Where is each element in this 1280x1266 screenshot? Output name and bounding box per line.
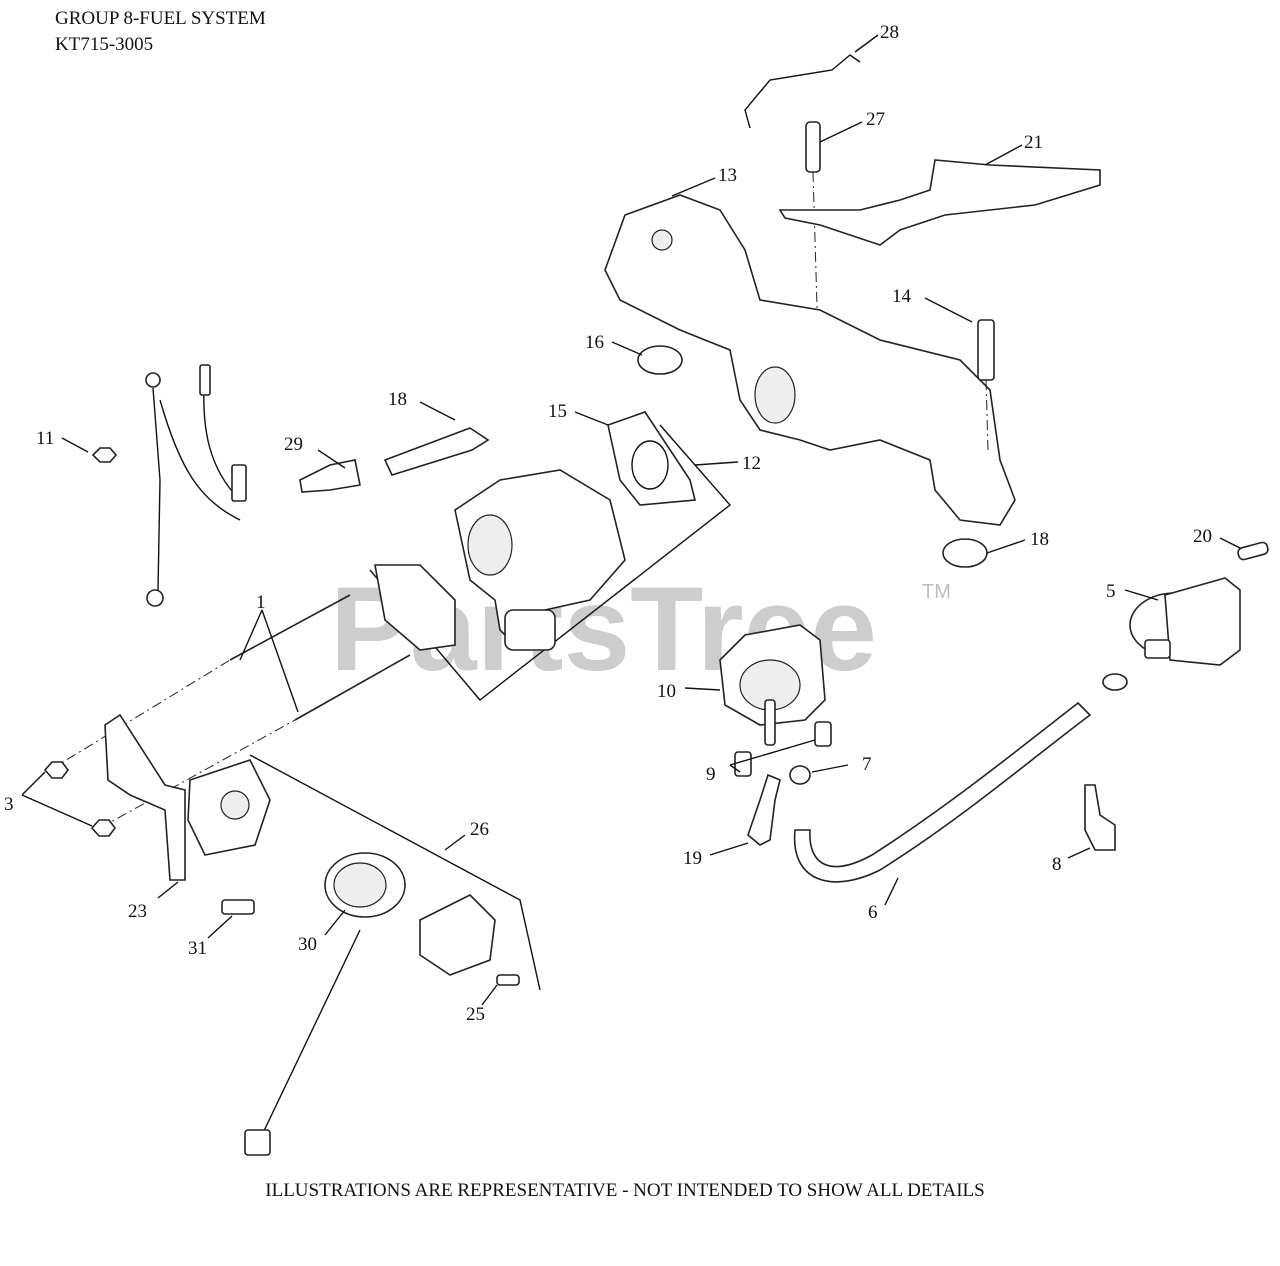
- callout-9[interactable]: 9: [706, 764, 716, 785]
- part-26-assembly-outline: [249, 754, 541, 991]
- diagram-title: GROUP 8-FUEL SYSTEM: [55, 8, 266, 29]
- part-6-fuel-hose[interactable]: [793, 701, 1092, 883]
- sensor-gasket[interactable]: [419, 894, 496, 976]
- callout-20[interactable]: 20: [1193, 526, 1212, 547]
- leader-lines: [21, 34, 1241, 1006]
- callout-16[interactable]: 15: [548, 401, 567, 422]
- part-1-stud-lower[interactable]: [294, 654, 411, 721]
- callout-8[interactable]: 8: [1052, 854, 1062, 875]
- callout-28[interactable]: 28: [880, 22, 899, 43]
- manifold-port: [651, 229, 673, 251]
- part-7-clamp[interactable]: [789, 765, 811, 785]
- callout-26[interactable]: 26: [470, 819, 489, 840]
- part-16-gasket[interactable]: [607, 411, 697, 506]
- callout-7[interactable]: 7: [862, 754, 872, 775]
- manifold-outlet: [754, 366, 796, 424]
- callout-29[interactable]: 29: [284, 434, 303, 455]
- callout-10[interactable]: 10: [657, 681, 676, 702]
- part-29-fitting[interactable]: [299, 459, 361, 493]
- part-9-bolt-left[interactable]: [734, 751, 752, 777]
- callout-31[interactable]: 31: [188, 938, 207, 959]
- part-18-gasket-upper[interactable]: [637, 345, 683, 375]
- part-5-fuel-filter[interactable]: [1129, 577, 1241, 666]
- part-23-bracket[interactable]: [104, 713, 186, 881]
- part-21-lever[interactable]: [778, 159, 1101, 246]
- callouts: 28 27 21 13 14 16 18 18 15 12 29 11 1 3 …: [4, 22, 1212, 1025]
- callout-19[interactable]: 18: [388, 389, 407, 410]
- callout-18-lower[interactable]: 18: [1030, 529, 1049, 550]
- callout-1[interactable]: 1: [256, 592, 266, 613]
- callout-6[interactable]: 6: [868, 902, 878, 923]
- callout-27[interactable]: 27: [866, 109, 885, 130]
- part-20-cap[interactable]: [1237, 541, 1269, 561]
- hose-clip[interactable]: [1102, 673, 1128, 691]
- part-14-intake-manifold[interactable]: [604, 194, 1016, 526]
- callout-14[interactable]: 13: [718, 165, 737, 186]
- part-11-bolt[interactable]: [91, 447, 118, 463]
- callout-25[interactable]: 25: [466, 1004, 485, 1025]
- callout-30[interactable]: 30: [298, 934, 317, 955]
- callout-12[interactable]: 19: [683, 848, 702, 869]
- callout-21[interactable]: 21: [1024, 132, 1043, 153]
- part-11-wire-harness[interactable]: [91, 364, 247, 607]
- part-12-elbow[interactable]: [747, 773, 781, 846]
- watermark-tm: TM: [922, 581, 951, 603]
- part-3-nut-upper[interactable]: [43, 761, 69, 779]
- callout-18-upper[interactable]: 16: [585, 332, 604, 353]
- callout-5[interactable]: 5: [1106, 581, 1116, 602]
- part-31-bolt[interactable]: [221, 899, 255, 915]
- callout-23[interactable]: 23: [128, 901, 147, 922]
- model-number: KT715-3005: [55, 34, 154, 55]
- callout-13[interactable]: 12: [742, 453, 761, 474]
- part-19-hose[interactable]: [383, 427, 490, 476]
- part-28-rod[interactable]: [744, 54, 861, 129]
- footer-disclaimer: ILLUSTRATIONS ARE REPRESENTATIVE - NOT I…: [265, 1180, 985, 1201]
- callout-3[interactable]: 3: [4, 794, 14, 815]
- callout-15[interactable]: 14: [892, 286, 912, 307]
- part-3-nut-lower[interactable]: [90, 819, 116, 837]
- part-25-screw[interactable]: [496, 974, 520, 986]
- part-1-stud-upper[interactable]: [229, 594, 351, 661]
- callout-11[interactable]: 11: [36, 428, 54, 449]
- part-30-sensor[interactable]: [244, 852, 406, 1156]
- part-18-gasket-lower[interactable]: [942, 538, 988, 568]
- carburetor[interactable]: [454, 469, 626, 651]
- carburetor-gasket[interactable]: [374, 564, 456, 651]
- part-9-bolt-right[interactable]: [814, 721, 832, 747]
- part-8-clip[interactable]: [1084, 784, 1116, 851]
- part-10-fuel-pump[interactable]: [719, 624, 826, 746]
- part-15-bolt[interactable]: [977, 319, 995, 451]
